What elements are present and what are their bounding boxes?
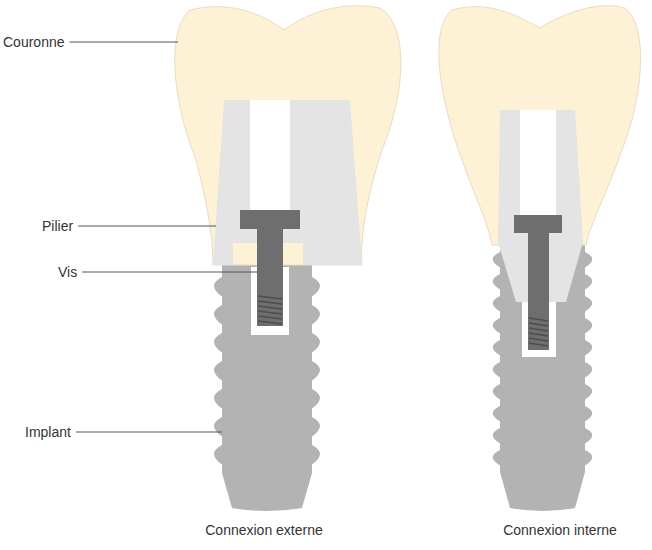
- leader-line: [78, 226, 216, 227]
- external-connection-figure: [175, 6, 401, 511]
- thread-stroke: [258, 306, 282, 309]
- thread-stroke: [258, 301, 282, 304]
- thread-stroke: [258, 311, 282, 314]
- screw-channel: [250, 100, 290, 212]
- caption: Connexion externe: [205, 522, 323, 538]
- screw-channel: [520, 110, 556, 216]
- leader-line: [76, 432, 222, 433]
- screw-shank: [528, 232, 549, 350]
- crown: [439, 6, 641, 245]
- caption: Connexion interne: [503, 522, 617, 538]
- screw-head: [240, 210, 300, 229]
- part-label: Couronne: [3, 34, 65, 50]
- thread-stroke: [529, 323, 548, 326]
- screw-shank: [257, 228, 283, 326]
- thread-stroke: [258, 296, 282, 299]
- leader-line: [82, 272, 258, 273]
- thread-stroke: [258, 321, 282, 324]
- implant-body: [214, 265, 320, 511]
- part-label: Pilier: [42, 218, 73, 234]
- screw-thread: [258, 296, 282, 324]
- screw-thread: [529, 318, 548, 346]
- thread-stroke: [529, 338, 548, 341]
- part-label: Vis: [58, 264, 77, 280]
- thread-stroke: [258, 316, 282, 319]
- abutment: [213, 100, 362, 265]
- screw-head: [514, 215, 562, 233]
- thread-stroke: [529, 333, 548, 336]
- internal-connection-figure: [439, 6, 641, 511]
- thread-stroke: [529, 318, 548, 321]
- leader-line: [70, 42, 179, 43]
- thread-stroke: [529, 328, 548, 331]
- part-label: Implant: [25, 424, 71, 440]
- thread-stroke: [529, 343, 548, 346]
